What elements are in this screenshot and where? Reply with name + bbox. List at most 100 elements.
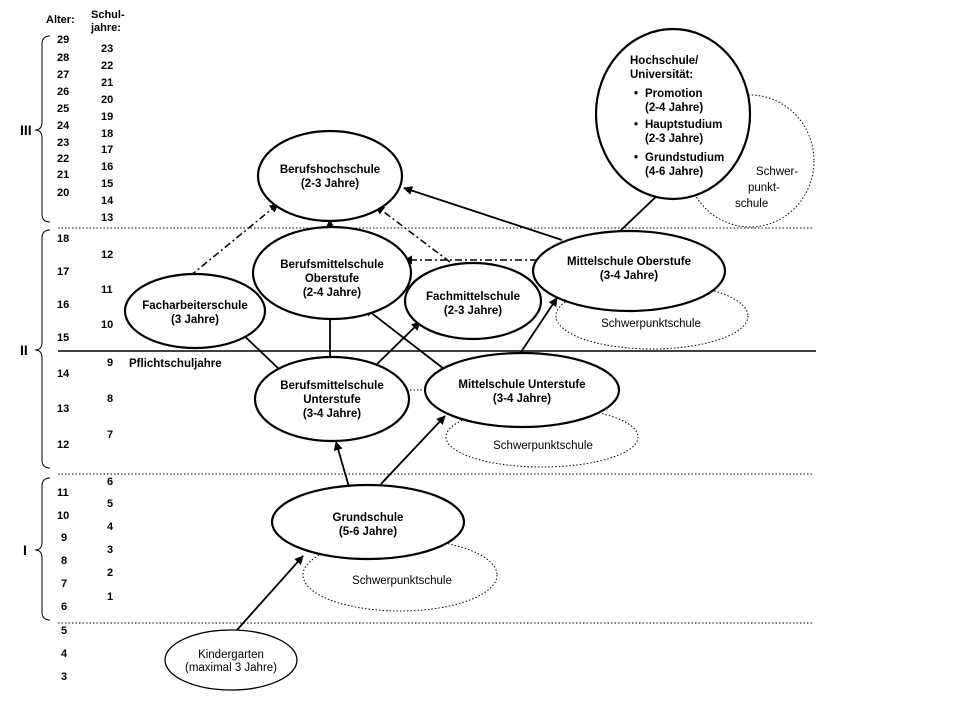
hochschule-node	[594, 27, 752, 201]
kindergarten-node	[164, 629, 298, 691]
age-label: 26	[57, 86, 69, 98]
age-label: 16	[57, 299, 69, 311]
facharbeiterschule-duration: (3 Jahre)	[171, 314, 219, 326]
kindergarten-duration: (maximal 3 Jahre)	[185, 662, 277, 674]
age-label: 8	[61, 555, 67, 567]
schwerpunktschule-label: Schwerpunktschule	[352, 575, 452, 587]
mittelschule-unterstufe-node	[423, 351, 621, 429]
berufshochschule-label: Berufshochschule	[280, 164, 380, 176]
hochschule-schwerpunkt-label-3: schule	[735, 198, 768, 210]
age-label: 20	[57, 187, 69, 199]
age-label: 24	[57, 120, 70, 132]
schooljahr-label: 11	[101, 284, 113, 296]
arrow	[333, 441, 350, 488]
promotion-label: Promotion	[645, 88, 703, 100]
schwerpunktschule-label: Schwerpunktschule	[493, 440, 593, 452]
stage-iii-brace	[34, 35, 51, 223]
schooljahr-label: 19	[101, 111, 113, 123]
hochschule-schwerpunkt-label-1: Schwer-	[756, 166, 798, 178]
arrow	[380, 415, 446, 485]
schooljahr-label: 8	[107, 393, 113, 405]
stage-ii-label: II	[20, 342, 28, 358]
schooljahr-label: 10	[101, 319, 113, 331]
schooljahre-column: 23 22 21 20 19 18 17 16 15 14 13 12 11 1…	[101, 43, 114, 603]
schooljahre-header-1: Schul-	[91, 9, 125, 21]
stage-iii-label: III	[20, 122, 32, 138]
bms-unterstufe-label: Berufsmittelschule	[280, 380, 384, 392]
arrow	[364, 307, 449, 373]
grundschule-duration: (5-6 Jahre)	[339, 526, 397, 538]
age-label: 9	[61, 532, 67, 544]
age-header: Alter:	[46, 14, 75, 26]
age-label: 21	[57, 169, 69, 181]
arrow	[518, 297, 558, 356]
schooljahr-label: 23	[101, 43, 113, 55]
schooljahr-label: 3	[107, 544, 113, 556]
facharbeiterschule-node	[123, 272, 267, 350]
schooljahr-label: 17	[101, 144, 113, 156]
dashed-arrows	[189, 203, 537, 277]
age-label: 12	[57, 439, 69, 451]
berufsmittelschule-oberstufe-node	[251, 225, 413, 321]
schooljahr-label: 22	[101, 60, 113, 72]
schooljahre-header-2: jahre:	[90, 22, 121, 34]
age-label: 5	[61, 625, 67, 637]
arrow	[236, 555, 304, 631]
berufshochschule-node	[256, 129, 404, 223]
pflichtschuljahre-label: Pflichtschuljahre	[129, 358, 222, 370]
ms-unterstufe-duration: (3-4 Jahre)	[493, 393, 551, 405]
arrow	[403, 186, 563, 241]
stage-i-label: I	[23, 542, 27, 558]
dashed-arrow	[189, 203, 279, 277]
promotion-duration: (2-4 Jahre)	[645, 102, 703, 114]
schooljahr-label: 12	[101, 249, 113, 261]
age-label: 14	[57, 368, 70, 380]
dashed-arrow	[375, 205, 451, 263]
schooljahr-label: 7	[107, 429, 113, 441]
hochschule-content: Hochschule/ Universität: • Promotion (2-…	[630, 55, 798, 210]
age-label: 10	[57, 510, 69, 522]
ms-oberstufe-label: Mittelschule Oberstufe	[567, 256, 691, 268]
ms-unterstufe-label: Mittelschule Unterstufe	[458, 379, 585, 391]
bms-oberstufe-duration: (2-4 Jahre)	[303, 287, 361, 299]
bms-unterstufe-sub: Unterstufe	[303, 394, 361, 406]
schooljahr-label: 14	[101, 195, 114, 207]
schooljahr-label: 5	[107, 498, 113, 510]
schooljahr-label: 18	[101, 128, 113, 140]
grundschule-node	[270, 483, 466, 561]
bullet-icon: •	[634, 152, 638, 164]
schooljahr-label: 16	[101, 161, 113, 173]
fachmittelschule-duration: (2-3 Jahre)	[444, 305, 502, 317]
stage-ii-brace	[34, 229, 51, 469]
berufsmittelschule-unterstufe-node	[253, 355, 411, 443]
schooljahr-label: 2	[107, 567, 113, 579]
age-label: 6	[61, 601, 67, 613]
hochschule-schwerpunkt-label-2: punkt-	[748, 182, 780, 194]
bms-oberstufe-label: Berufsmittelschule	[280, 259, 384, 271]
schooljahr-label: 15	[101, 178, 113, 190]
grundstudium-duration: (4-6 Jahre)	[645, 166, 703, 178]
age-column: 29 28 27 26 25 24 23 22 21 20 18 17 16 1…	[57, 34, 70, 683]
schooljahr-label: 4	[107, 521, 114, 533]
age-label: 7	[61, 578, 67, 590]
age-label: 23	[57, 137, 69, 149]
schooljahr-label: 21	[101, 77, 113, 89]
schooljahr-label: 9	[107, 357, 113, 369]
bullet-icon: •	[634, 88, 638, 100]
hochschule-subtitle: Universität:	[630, 69, 693, 81]
grundschule-label: Grundschule	[333, 512, 404, 524]
stage-i-brace	[34, 477, 51, 621]
schooljahr-label: 20	[101, 94, 113, 106]
age-label: 22	[57, 153, 69, 165]
age-label: 18	[57, 233, 69, 245]
fachmittelschule-node	[403, 261, 543, 341]
age-label: 13	[57, 403, 69, 415]
fachmittelschule-label: Fachmittelschule	[426, 291, 520, 303]
schooljahr-label: 1	[107, 591, 113, 603]
hauptstudium-label: Hauptstudium	[645, 119, 722, 131]
hauptstudium-duration: (2-3 Jahre)	[645, 133, 703, 145]
arrow	[375, 321, 421, 366]
bms-oberstufe-sub: Oberstufe	[305, 273, 359, 285]
age-label: 25	[57, 103, 69, 115]
